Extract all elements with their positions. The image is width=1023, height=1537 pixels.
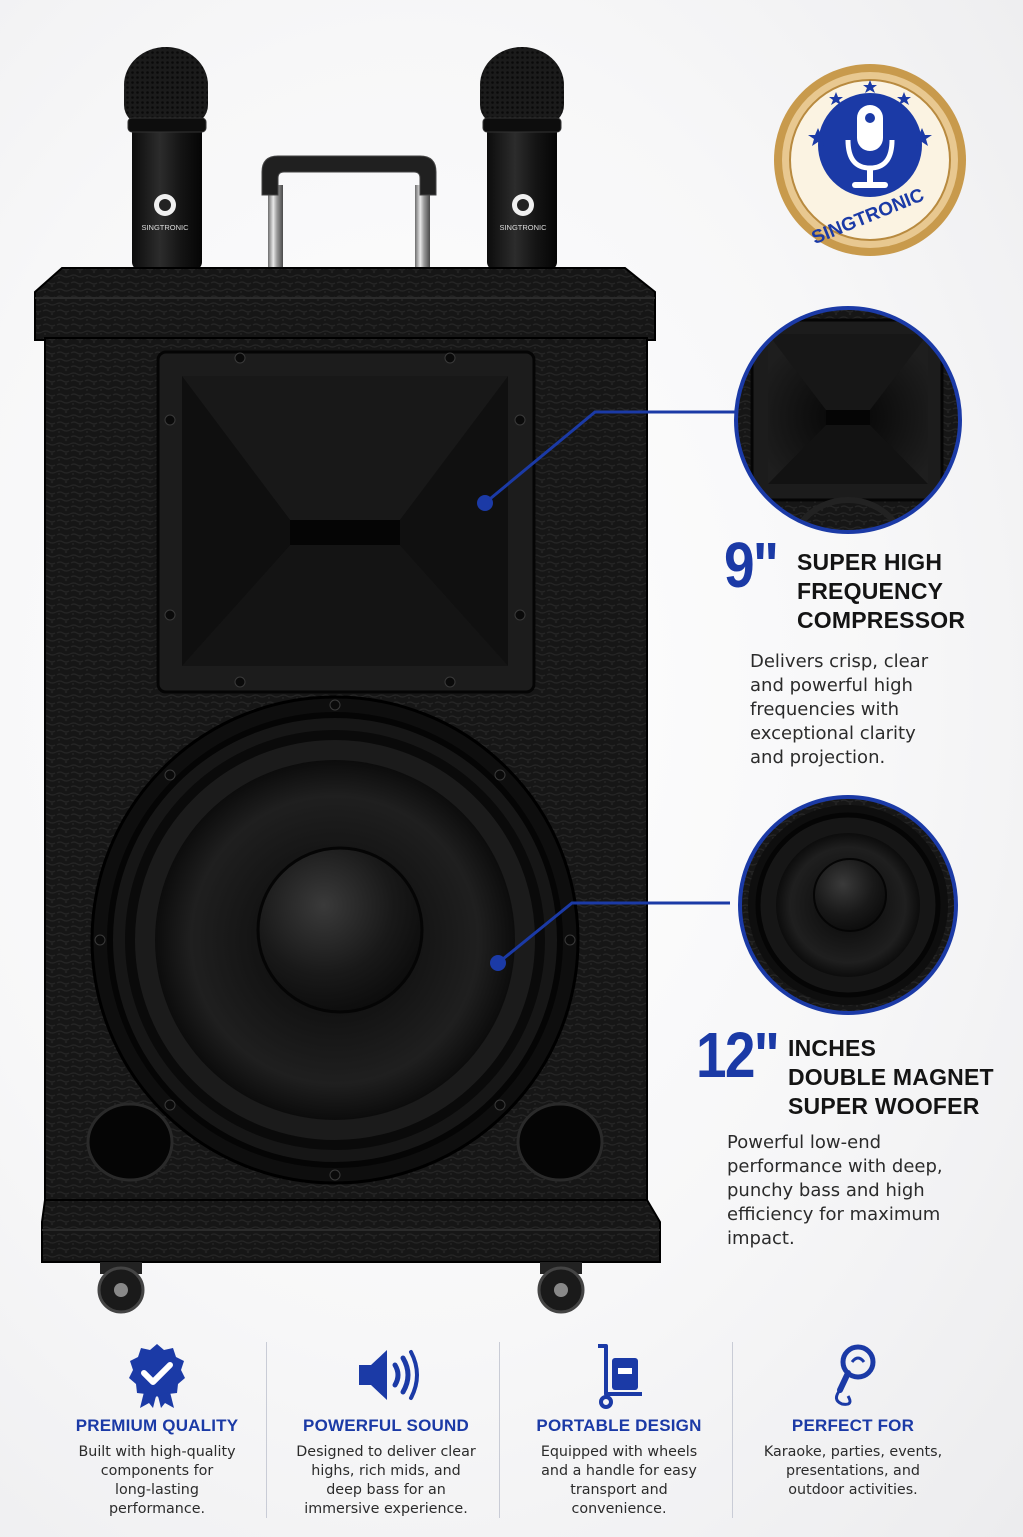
compressor-title-line: COMPRESSOR [797,607,966,633]
woofer-title-line: SUPER WOOFER [788,1093,980,1119]
feature-description-line: Karaoke, parties, events, [763,1444,943,1460]
mic-brand-label: SINGTRONIC [141,223,189,232]
feature-premium-quality: PREMIUM QUALITY Built with high-quality … [40,1340,274,1520]
feature-perfect-for: PERFECT FOR Karaoke, parties, events, pr… [736,1340,970,1520]
feature-description-line: transport and [570,1482,668,1498]
compressor-title-line: SUPER HIGH [797,549,943,575]
product-illustration: SINGTRONIC SINGTRONIC [34,47,966,1314]
feature-description-line: presentations, and [786,1463,920,1479]
feature-description-line: Built with high-quality [78,1444,236,1460]
woofer-size: 12" [696,1019,780,1091]
feature-title: PERFECT FOR [791,1416,915,1435]
woofer-description-line: Powerful low-end [727,1132,882,1153]
feature-title: PREMIUM QUALITY [75,1416,239,1435]
feature-description-line: outdoor activities. [788,1482,918,1498]
feature-description-line: Designed to deliver clear [296,1444,476,1460]
compressor-title: SUPER HIGH FREQUENCY COMPRESSOR [797,548,965,635]
feature-title: PORTABLE DESIGN [536,1416,702,1435]
woofer-title: INCHES DOUBLE MAGNET SUPER WOOFER [788,1034,994,1121]
callout-woofer [490,901,730,971]
feature-powerful-sound: POWERFUL SOUND Designed to deliver clear… [269,1340,503,1520]
feature-title: POWERFUL SOUND [303,1416,469,1435]
feature-description-line: deep bass for an [326,1482,446,1498]
feature-description-line: performance. [108,1501,206,1517]
feature-description-line: convenience. [571,1501,667,1517]
zoom-woofer-detail [738,795,958,1015]
feature-description: Karaoke, parties, events, presentations,… [746,1443,960,1500]
wheel-right [537,1262,585,1314]
feature-portable-design: PORTABLE DESIGN Equipped with wheels and… [502,1340,736,1520]
speaker-cabinet [34,267,661,1314]
feature-divider [499,1342,500,1518]
woofer-title-line: INCHES [788,1035,877,1061]
woofer-description: Powerful low-end performance with deep, … [727,1131,943,1251]
feature-description: Designed to deliver clear highs, rich mi… [279,1443,493,1519]
compressor-description-line: exceptional clarity [750,723,916,744]
feature-description-line: and a handle for easy [541,1463,697,1479]
woofer-description-line: efficiency for maximum [727,1204,941,1225]
compressor-size: 9" [724,529,779,601]
compressor-description-line: and powerful high [750,675,913,696]
feature-description-line: components for [100,1463,214,1479]
badge-check-icon [129,1344,185,1408]
woofer-description-line: performance with deep, [727,1156,943,1177]
feature-description: Built with high-quality components for l… [50,1443,264,1519]
zoom-compressor-detail [734,306,962,534]
trolley-handle [261,155,437,270]
woofer-description-line: punchy bass and high [727,1180,925,1201]
brand-logo-badge: SINGTRONIC [774,64,966,256]
hand-truck-icon [598,1344,642,1409]
compressor-description: Delivers crisp, clear and powerful high … [750,650,928,770]
mic-brand-label: SINGTRONIC [499,223,547,232]
wheel-left [97,1262,145,1314]
feature-description-line: Equipped with wheels [540,1444,698,1460]
microphone-left-illustration: SINGTRONIC [124,47,208,270]
feature-description: Equipped with wheels and a handle for ea… [512,1443,726,1519]
woofer-description-line: impact. [727,1228,795,1249]
microphone-icon [835,1344,876,1406]
feature-divider [732,1342,733,1518]
feature-description-line: immersive experience. [304,1501,468,1517]
feature-description-line: highs, rich mids, and [311,1463,461,1479]
compressor-title-line: FREQUENCY [797,578,944,604]
speaker-sound-icon [359,1350,419,1400]
feature-row: PREMIUM QUALITY Built with high-quality … [40,1340,980,1520]
compressor-description-line: and projection. [750,747,886,768]
compressor-description-line: Delivers crisp, clear [750,651,929,672]
feature-description-line: long-lasting [115,1482,199,1498]
microphone-right-illustration: SINGTRONIC [480,47,564,270]
callout-compressor [477,410,735,511]
compressor-description-line: frequencies with [750,699,899,720]
woofer-title-line: DOUBLE MAGNET [788,1064,994,1090]
feature-divider [266,1342,267,1518]
